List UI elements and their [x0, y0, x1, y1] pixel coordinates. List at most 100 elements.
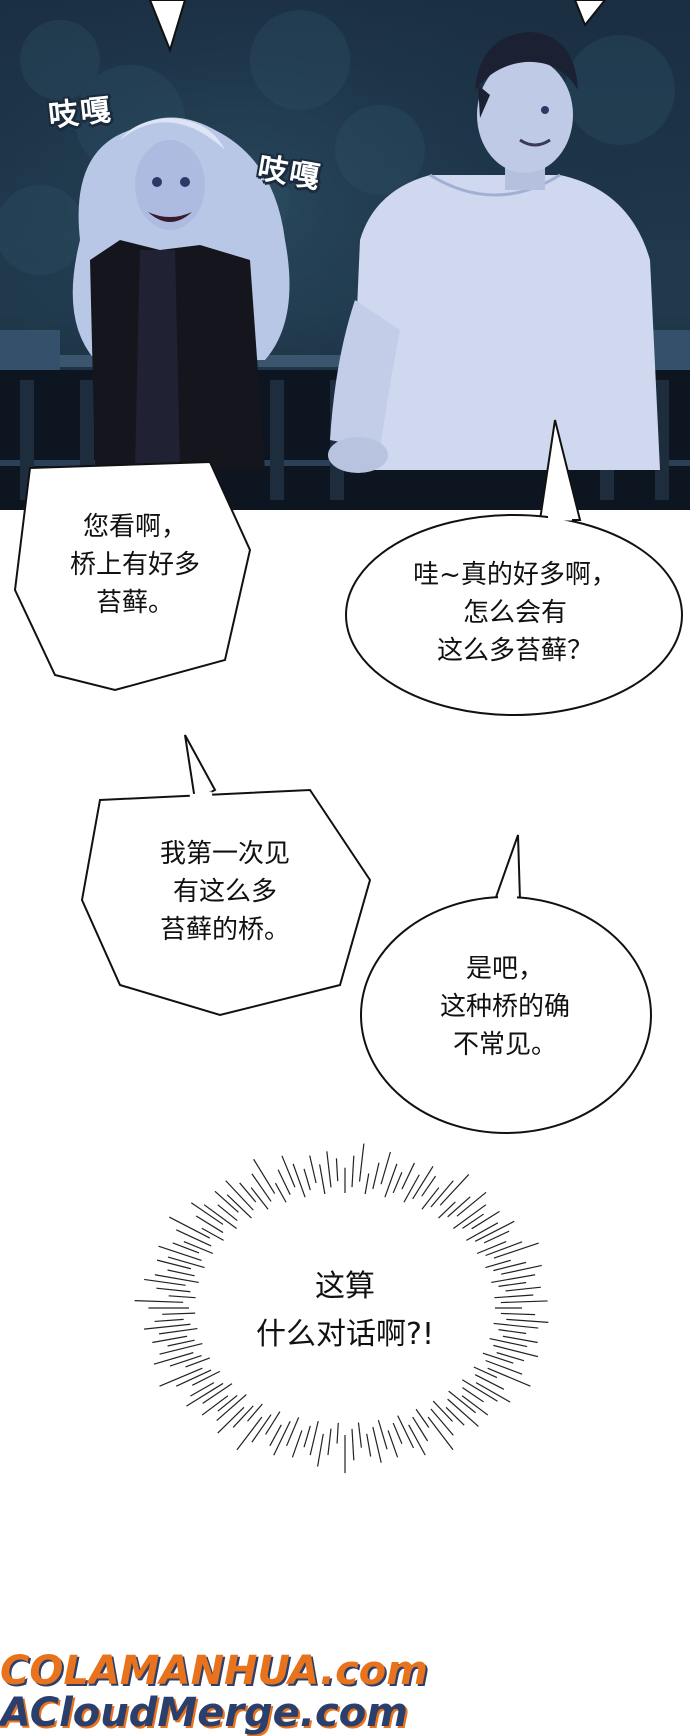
burst-ray: [475, 1382, 511, 1403]
burst-ray: [159, 1367, 203, 1387]
burst-ray: [408, 1424, 426, 1456]
burst-ray: [427, 1416, 454, 1451]
burst-ray: [372, 1162, 380, 1190]
burst-ray: [462, 1213, 484, 1229]
burst-ray: [192, 1370, 221, 1386]
speech-bubble-3: [80, 734, 372, 1017]
burst-ray: [439, 1174, 470, 1206]
burst-ray: [158, 1327, 198, 1335]
burst-ray: [217, 1204, 238, 1222]
man-character: [328, 32, 660, 473]
burst-ray: [421, 1187, 440, 1210]
burst-ray: [303, 1425, 311, 1448]
burst-ray: [474, 1220, 515, 1242]
burst-ray: [216, 1394, 247, 1422]
burst-ray: [496, 1352, 525, 1362]
burst-ray: [485, 1241, 523, 1257]
burst-ray: [172, 1242, 200, 1254]
burst-ray: [167, 1269, 195, 1277]
woman-character: [72, 117, 290, 470]
burst-ray: [251, 1173, 272, 1202]
burst-ray: [317, 1433, 324, 1467]
burst-ray: [232, 1405, 254, 1428]
burst-ray: [201, 1395, 229, 1416]
burst-ray: [415, 1408, 430, 1428]
burst-ray: [226, 1194, 252, 1219]
burst-bubble-5: [134, 1143, 549, 1474]
burst-ray: [144, 1278, 186, 1286]
burst-ray: [471, 1210, 500, 1230]
burst-ray: [274, 1182, 287, 1203]
burst-ray: [357, 1422, 362, 1448]
burst-ray: [154, 1274, 199, 1284]
watermark-line-2: ACloudMerge.com: [0, 1690, 408, 1736]
burst-ray: [485, 1259, 511, 1269]
burst-ray: [447, 1196, 471, 1218]
burst-ray: [265, 1411, 281, 1435]
burst-ray: [432, 1400, 454, 1422]
burst-ray: [476, 1240, 507, 1255]
night-bridge-illustration: [0, 0, 690, 510]
burst-ray: [380, 1151, 391, 1185]
speech-bubble-4: [360, 834, 652, 1134]
burst-ray: [309, 1155, 317, 1184]
burst-ray: [494, 1294, 534, 1299]
burst-ray: [326, 1151, 332, 1188]
burst-ray: [358, 1143, 365, 1182]
burst-ray: [474, 1374, 505, 1390]
burst-ray: [214, 1190, 239, 1213]
burst-ray: [236, 1416, 263, 1451]
burst-ray: [203, 1204, 237, 1230]
burst-ray: [281, 1155, 296, 1188]
burst-ray: [158, 1245, 202, 1262]
burst-ray: [154, 1318, 184, 1323]
comic-panel: [0, 0, 690, 510]
burst-ray: [168, 1295, 196, 1299]
speech-bubble-2-text: 哇~真的好多啊， 怎么会有 这么多苔藓？: [413, 560, 617, 666]
burst-ray: [493, 1344, 539, 1358]
burst-ray: [384, 1163, 398, 1198]
burst-ray: [500, 1300, 548, 1304]
burst-ray: [445, 1406, 465, 1426]
burst-ray: [493, 1242, 539, 1259]
burst-ray: [195, 1215, 224, 1234]
burst-ray: [292, 1163, 306, 1198]
burst-ray: [461, 1379, 498, 1402]
burst-ray: [466, 1222, 499, 1241]
speech-bubble-1: [13, 460, 252, 692]
burst-ray: [447, 1398, 479, 1427]
burst-ray: [501, 1264, 542, 1275]
burst-ray: [269, 1424, 282, 1447]
burst-ray: [498, 1329, 527, 1335]
burst-ray: [156, 1259, 192, 1270]
burst-ray: [250, 1187, 269, 1210]
watermark-text-1: COLAMANHUA.com: [0, 1648, 428, 1694]
burst-ray: [134, 1299, 184, 1303]
burst-ray: [461, 1395, 489, 1416]
burst-ray: [253, 1158, 276, 1194]
burst-ray: [277, 1169, 291, 1195]
burst-ray: [273, 1421, 291, 1456]
burst-ray: [485, 1359, 523, 1375]
burst-ray: [392, 1171, 403, 1194]
burst-ray: [387, 1430, 399, 1458]
speech-bubble-3-text: 我第一次见 有这么多 苔藓的桥。: [159, 839, 290, 945]
burst-ray: [473, 1366, 498, 1379]
burst-ray: [239, 1182, 257, 1203]
burst-ray: [217, 1394, 238, 1412]
burst-ray: [505, 1286, 541, 1292]
watermark-line-1: COLAMANHUA.com: [0, 1648, 428, 1694]
burst-ray: [430, 1180, 454, 1208]
burst-ray: [176, 1369, 212, 1387]
burst-ray: [159, 1342, 203, 1355]
burst-ray: [502, 1335, 538, 1344]
burst-ray: [201, 1227, 224, 1241]
burst-ray: [377, 1419, 388, 1450]
burst-ray: [185, 1357, 211, 1368]
burst-ray: [372, 1426, 382, 1463]
burst-ray: [153, 1352, 194, 1365]
burst-ray: [336, 1422, 339, 1444]
burst-ray: [217, 1406, 245, 1434]
burst-ray: [456, 1191, 487, 1217]
burst-ray: [156, 1287, 191, 1293]
